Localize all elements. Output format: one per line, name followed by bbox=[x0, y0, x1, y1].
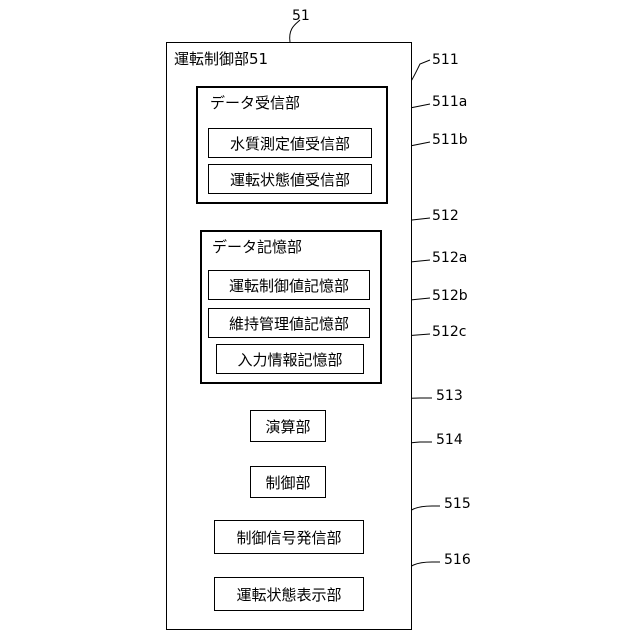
ref-511: 511 bbox=[432, 52, 459, 68]
control-unit: 制御部 bbox=[250, 466, 326, 498]
water-quality-receiver-label: 水質測定値受信部 bbox=[230, 133, 350, 154]
calculation-unit-label: 演算部 bbox=[265, 416, 310, 437]
ref-511a: 511a bbox=[432, 94, 467, 110]
operation-state-receiver: 運転状態値受信部 bbox=[208, 164, 372, 194]
control-value-storage-label: 運転制御値記憶部 bbox=[229, 275, 349, 296]
control-value-storage: 運転制御値記憶部 bbox=[208, 270, 370, 300]
ref-515: 515 bbox=[444, 496, 471, 512]
input-info-storage-label: 入力情報記憶部 bbox=[237, 349, 342, 370]
operation-state-display-label: 運転状態表示部 bbox=[236, 584, 341, 605]
ref-512a: 512a bbox=[432, 250, 467, 266]
operation-state-receiver-label: 運転状態値受信部 bbox=[230, 169, 350, 190]
ref-516: 516 bbox=[444, 552, 471, 568]
ref-514: 514 bbox=[436, 432, 463, 448]
ref-512c: 512c bbox=[432, 324, 466, 340]
control-signal-transmitter: 制御信号発信部 bbox=[214, 520, 364, 554]
ref-513: 513 bbox=[436, 388, 463, 404]
operation-state-display: 運転状態表示部 bbox=[214, 577, 364, 611]
input-info-storage: 入力情報記憶部 bbox=[216, 344, 364, 374]
control-signal-transmitter-label: 制御信号発信部 bbox=[236, 527, 341, 548]
operation-control-unit-title: 運転制御部51 bbox=[174, 50, 268, 68]
control-unit-label: 制御部 bbox=[265, 472, 310, 493]
ref-51: 51 bbox=[292, 8, 310, 24]
data-storage-title: データ記憶部 bbox=[212, 238, 302, 256]
calculation-unit: 演算部 bbox=[250, 410, 326, 442]
ref-512: 512 bbox=[432, 208, 459, 224]
maintenance-value-storage: 維持管理値記憶部 bbox=[208, 308, 370, 338]
data-receiving-title: データ受信部 bbox=[210, 94, 300, 112]
ref-512b: 512b bbox=[432, 288, 468, 304]
maintenance-value-storage-label: 維持管理値記憶部 bbox=[229, 313, 349, 334]
ref-511b: 511b bbox=[432, 132, 468, 148]
water-quality-receiver: 水質測定値受信部 bbox=[208, 128, 372, 158]
